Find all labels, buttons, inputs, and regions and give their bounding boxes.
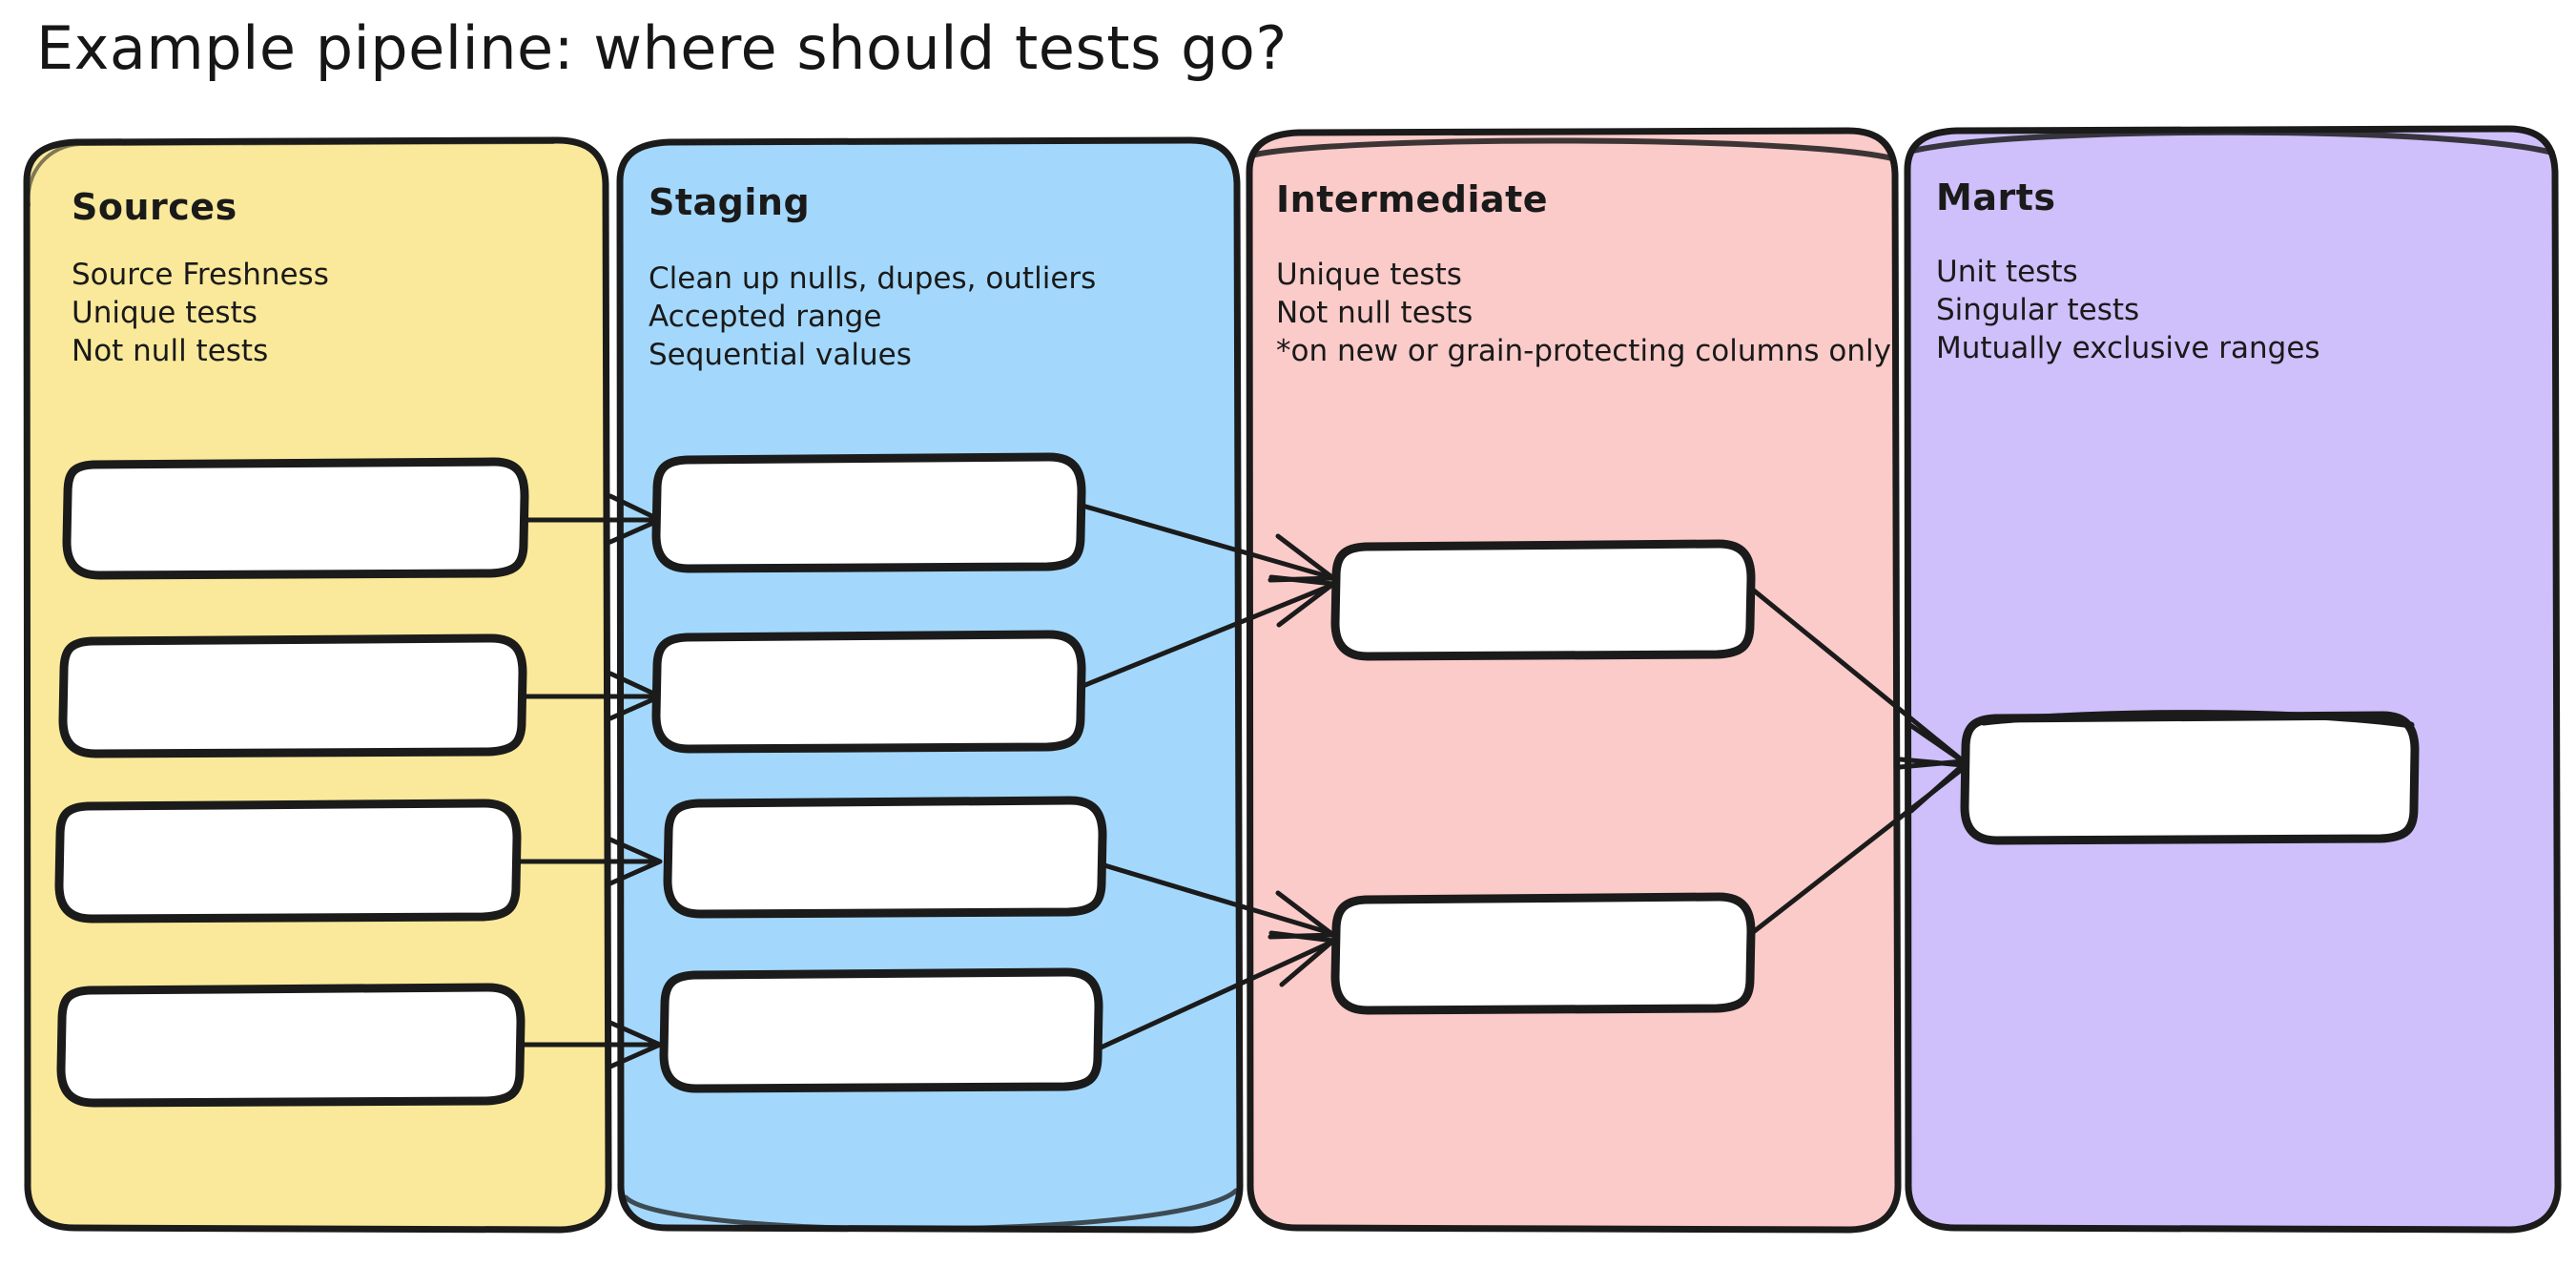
panel-staging-line-1: Clean up nulls, dupes, outliers [649, 261, 1096, 296]
panel-sources-line-2: Unique tests [72, 296, 258, 330]
panel-staging-sketch-overlay [623, 1188, 1239, 1232]
marts-node-1[interactable] [1960, 710, 2420, 845]
panel-marts-line-3: Mutually exclusive ranges [1936, 331, 2320, 365]
staging-node-1[interactable] [651, 452, 1086, 573]
node-shape [54, 799, 522, 924]
staging-nodes [651, 452, 1107, 1093]
node-shape [651, 630, 1086, 754]
sources-node-3[interactable] [54, 799, 522, 924]
node-shape [56, 983, 526, 1108]
panel-intermediate-line-2: Not null tests [1276, 296, 1473, 330]
node-shape [663, 796, 1107, 919]
sources-nodes [54, 457, 529, 1108]
page-title: Example pipeline: where should tests go? [36, 13, 1288, 83]
panel-intermediate-title: Intermediate [1276, 178, 1548, 220]
intermediate-node-2[interactable] [1330, 892, 1756, 1015]
node-shape [62, 457, 529, 580]
panel-staging-title: Staging [649, 181, 810, 223]
panel-intermediate-line-1: Unique tests [1276, 258, 1462, 292]
node-shape [651, 452, 1086, 573]
panel-sources-line-3: Not null tests [72, 334, 268, 368]
sources-node-1[interactable] [62, 457, 529, 580]
panel-marts-line-1: Unit tests [1936, 255, 2078, 289]
panel-marts-title: Marts [1936, 176, 2055, 218]
panel-marts-sketch-overlay [1910, 129, 2555, 156]
sources-node-4[interactable] [56, 983, 526, 1108]
node-shape [1330, 539, 1756, 661]
panel-marts-line-2: Singular tests [1936, 293, 2139, 327]
node-sketch-overlay [1980, 710, 2415, 729]
panel-intermediate-sketch-overlay [1252, 137, 1895, 161]
marts-nodes [1960, 710, 2420, 845]
panel-sources-line-1: Source Freshness [72, 258, 329, 292]
staging-node-2[interactable] [651, 630, 1086, 754]
node-shape [1960, 711, 2420, 845]
edge-sources3-staging3 [509, 837, 663, 886]
staging-node-4[interactable] [659, 967, 1103, 1093]
panel-staging-line-2: Accepted range [649, 300, 881, 334]
node-shape [1330, 892, 1756, 1015]
sources-node-2[interactable] [58, 633, 527, 758]
node-shape [58, 633, 527, 758]
intermediate-nodes [1330, 539, 1756, 1015]
staging-node-3[interactable] [663, 796, 1107, 919]
panel-marts: Marts Unit tests Singular tests Mutually… [1904, 125, 2562, 1234]
panel-staging-line-3: Sequential values [649, 338, 912, 372]
node-shape [659, 967, 1103, 1093]
panel-sources-sketch-overlay [26, 140, 555, 207]
edge-layer [509, 493, 1966, 1069]
panel-sources-title: Sources [72, 186, 237, 228]
panel-intermediate-line-3: *on new or grain-protecting columns only [1276, 334, 1891, 368]
panel-marts-body [1904, 125, 2562, 1234]
intermediate-node-1[interactable] [1330, 539, 1756, 661]
panel-intermediate: Intermediate Unique tests Not null tests… [1246, 127, 1902, 1234]
